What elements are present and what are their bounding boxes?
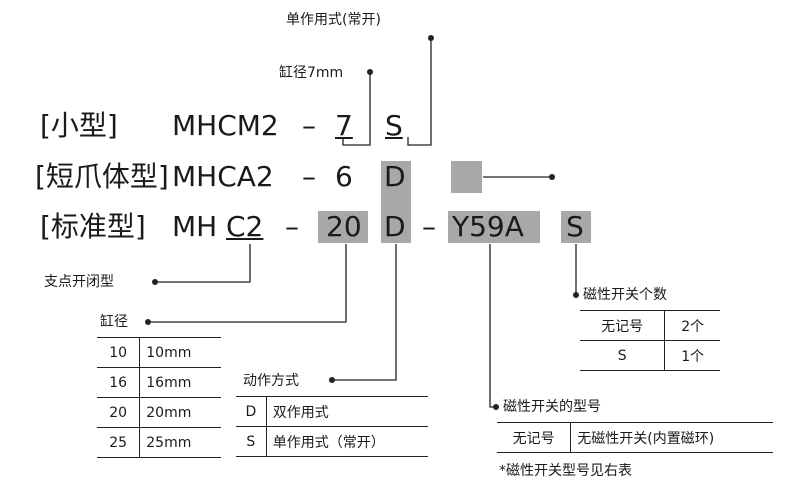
bore-size: 25mm: [139, 427, 221, 458]
row-short-dash: –: [302, 160, 316, 193]
row-small-prefix: [小型]: [40, 109, 118, 142]
row-small-bore: 7: [335, 109, 353, 142]
highlight-grey-box: [451, 161, 482, 193]
highlight-count-s: [561, 211, 591, 243]
dot-switch-model: [493, 404, 499, 410]
row-standard-count: S: [566, 210, 584, 243]
dot-single-acting: [428, 35, 434, 41]
callout-switch-count: 磁性开关个数: [583, 287, 667, 303]
bore-code: 20: [97, 397, 140, 428]
callout-switch-model: 磁性开关的型号: [503, 399, 601, 415]
row-standard-dash: –: [285, 210, 299, 243]
action-code: S: [236, 426, 267, 457]
action-desc: 双作用式: [265, 396, 428, 427]
bore-size: 10mm: [139, 337, 221, 368]
count-code: S: [580, 340, 665, 371]
dot-grey-box: [549, 174, 555, 180]
row-standard-bore: 20: [326, 210, 362, 243]
row-standard-model-pre: MH: [172, 210, 218, 243]
row-short-action: D: [384, 160, 406, 193]
callout-action-mode: 动作方式: [243, 373, 299, 389]
action-desc: 单作用式（常开）: [265, 426, 428, 457]
highlight-bore-20: [318, 211, 368, 243]
highlight-switch-y59a: [448, 211, 540, 243]
callout-bore: 缸径: [100, 314, 128, 330]
row-small-action: S: [385, 109, 403, 142]
row-small-dash: –: [302, 109, 316, 142]
callout-single-acting: 单作用式(常开): [286, 12, 381, 28]
switch-code: 无记号: [497, 422, 571, 453]
row-short-model: MHCA2: [172, 160, 274, 193]
bore-code: 16: [97, 367, 140, 398]
row-short-bore: 6: [335, 160, 353, 193]
count-desc: 2个: [664, 310, 720, 341]
dot-switch-count: [573, 292, 579, 298]
switch-table: 无记号无磁性开关(内置磁环): [497, 422, 773, 453]
callout-support-type: 支点开闭型: [44, 274, 114, 290]
row-short-prefix: [短爪体型]: [35, 160, 169, 193]
row-standard-dash2: –: [422, 210, 436, 243]
row-standard-switch: Y59A: [452, 210, 524, 243]
count-code: 无记号: [580, 310, 665, 341]
count-desc: 1个: [664, 340, 720, 371]
bore-size: 20mm: [139, 397, 221, 428]
table-row: 无记号无磁性开关(内置磁环): [497, 422, 773, 453]
bore-code: 25: [97, 427, 140, 458]
bore-code: 10: [97, 337, 140, 368]
highlight-action-d: [381, 161, 411, 243]
dot-support-type: [152, 279, 158, 285]
row-small-model: MHCM2: [172, 109, 279, 142]
dot-bore: [145, 319, 151, 325]
action-code: D: [236, 396, 267, 427]
bore-size: 16mm: [139, 367, 221, 398]
dot-bore-7: [367, 69, 373, 75]
callout-bore-7: 缸径7mm: [279, 65, 344, 81]
row-standard-model-type: C2: [226, 210, 264, 243]
switch-desc: 无磁性开关(内置磁环): [570, 422, 773, 453]
row-standard-action: D: [384, 210, 406, 243]
callout-switch-note: *磁性开关型号见右表: [499, 463, 632, 479]
dot-action: [329, 377, 335, 383]
row-standard-prefix: [标准型]: [40, 210, 146, 243]
